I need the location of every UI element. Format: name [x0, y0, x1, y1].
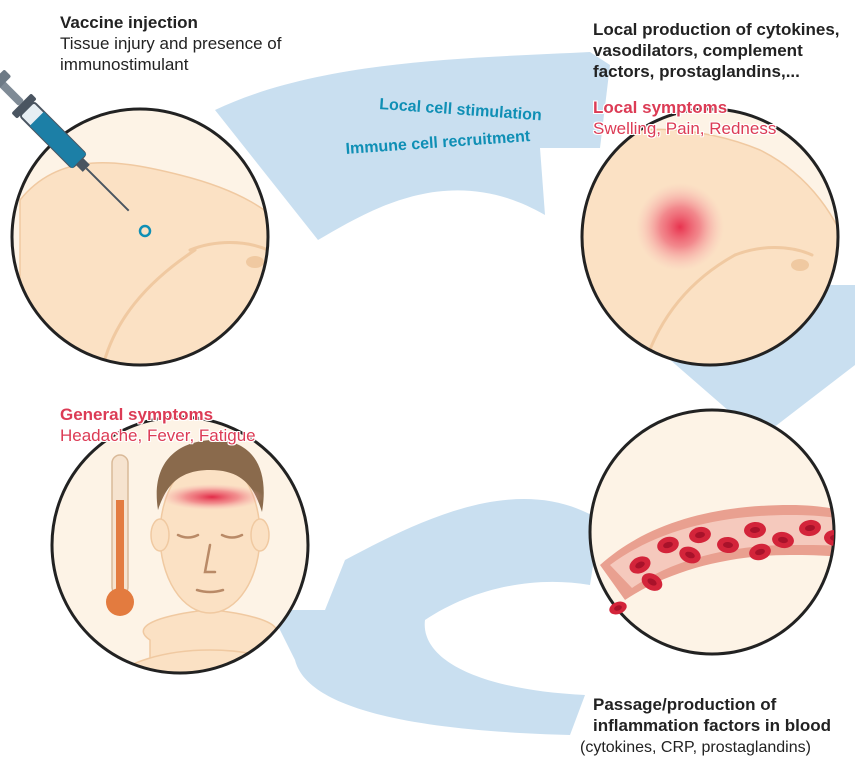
blood-passage-detail: (cytokines, CRP, prostaglandins)	[580, 737, 855, 758]
general-symptoms-panel	[52, 417, 320, 690]
general-symptoms-title: General symptoms	[60, 404, 290, 425]
injection-title: Vaccine injection	[60, 12, 300, 33]
right-ear	[251, 519, 269, 551]
local-symptoms-title: Local symptoms	[593, 97, 833, 118]
local-symptoms-list: Swelling, Pain, Redness	[593, 118, 843, 139]
local-production-title: Local production of cytokines, vasodilat…	[593, 19, 855, 82]
arrow-bottom	[270, 499, 600, 735]
left-ear	[151, 519, 169, 551]
headache-area	[160, 484, 264, 510]
blood-passage-title: Passage/production of inflammation facto…	[593, 694, 855, 736]
nipple	[246, 256, 264, 268]
inflammation-spot	[636, 183, 724, 271]
injection-description: Tissue injury and presence of immunostim…	[60, 33, 350, 75]
general-symptoms-list: Headache, Fever, Fatigue	[60, 425, 290, 446]
nipple	[791, 259, 809, 271]
